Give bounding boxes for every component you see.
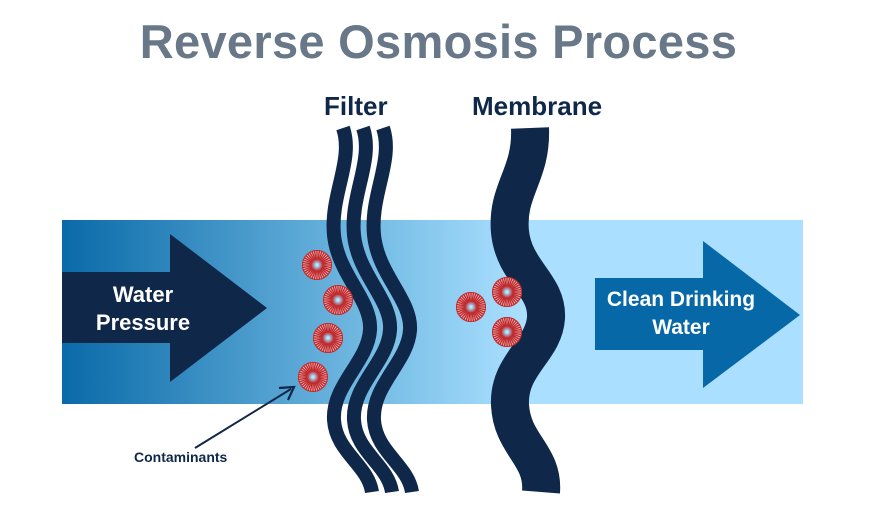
contaminant-particle-filter [298,362,328,392]
diagram-title: Reverse Osmosis Process [139,15,738,68]
filter-label: Filter [324,91,388,121]
water-pressure-label: Water Pressure [95,282,191,335]
filter-strand [366,125,419,494]
membrane-wave [490,127,565,494]
contaminants-pointer-head [278,385,296,401]
contaminants-pointer-line [194,388,292,449]
contaminant-particle-membrane [492,317,522,347]
clean-water-arrow [595,241,800,388]
contaminants-label: Contaminants [134,449,228,465]
contaminants-group [298,250,522,392]
contaminant-particle-filter [313,323,343,353]
water-pressure-arrow [62,234,267,382]
contaminant-particle-filter [323,285,353,315]
clean-water-label: Clean Drinking Water [606,288,756,339]
contaminant-particle-filter [302,250,332,280]
filter-strands [326,125,419,494]
filter-strand [346,125,399,494]
contaminant-particle-membrane [492,277,522,307]
filter-strand [326,125,379,494]
membrane-label: Membrane [472,91,603,121]
contaminant-particle-membrane [456,292,486,322]
